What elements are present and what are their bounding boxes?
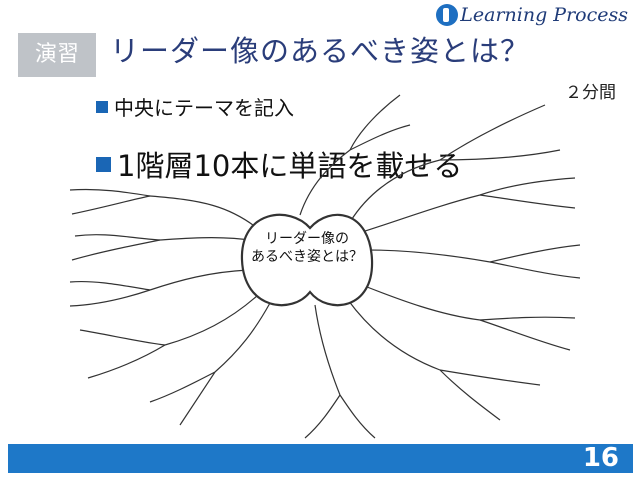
branch-line xyxy=(299,149,351,216)
instruction-text-1: 中央にテーマを記入 xyxy=(114,96,294,120)
branch-line xyxy=(489,244,581,263)
branch-line xyxy=(314,304,341,396)
branch-line xyxy=(149,269,249,291)
branch-line xyxy=(71,239,161,261)
instruction-bullet-2: 1階層10本に単語を載せる xyxy=(96,143,462,185)
branch-line xyxy=(339,394,376,439)
branch-line xyxy=(69,188,151,197)
branch-line xyxy=(349,94,401,151)
branch-line xyxy=(349,124,411,151)
branch-line xyxy=(179,371,216,426)
logo-text: Learning Process xyxy=(460,4,628,26)
slide-title: リーダー像のあるべき姿とは？ xyxy=(110,34,531,68)
branch-line xyxy=(349,159,441,223)
branch-line xyxy=(361,194,481,233)
branch-line xyxy=(149,371,216,403)
exercise-tag: 演習 xyxy=(18,33,96,77)
branch-line xyxy=(479,319,571,351)
branch-line xyxy=(71,195,151,215)
mind-map-branches xyxy=(69,94,581,439)
central-topic-node xyxy=(240,213,374,307)
company-logo: Learning Process xyxy=(436,4,628,26)
central-topic-line-1: リーダー像の xyxy=(265,231,349,247)
branch-line xyxy=(347,299,441,371)
circle-i-logo-icon xyxy=(436,4,459,26)
page-number: 16 xyxy=(582,443,619,473)
branch-line xyxy=(149,195,263,233)
square-bullet-icon xyxy=(96,100,108,113)
branch-line xyxy=(164,294,259,346)
branch-line xyxy=(489,261,581,279)
branch-line xyxy=(479,194,576,209)
branch-line xyxy=(439,149,561,161)
branch-line xyxy=(367,249,491,263)
footer-bar: 16 xyxy=(8,444,633,473)
branch-line xyxy=(361,284,481,321)
branch-line xyxy=(304,394,341,439)
instruction-bullet-1: 中央にテーマを記入 xyxy=(96,92,294,121)
square-bullet-icon xyxy=(96,156,111,172)
central-topic-label: リーダー像の あるべき姿とは？ xyxy=(242,230,372,266)
branch-line xyxy=(439,369,541,386)
branch-line xyxy=(214,302,271,373)
branch-line xyxy=(87,344,166,379)
branch-line xyxy=(69,289,151,307)
branch-line xyxy=(479,177,576,196)
central-topic-line-2: あるべき姿とは？ xyxy=(251,249,363,265)
branch-line xyxy=(74,234,161,241)
branch-line xyxy=(439,104,546,161)
branch-line xyxy=(439,369,501,421)
time-limit: ２分間 xyxy=(565,83,616,103)
instruction-text-2: 1階層10本に単語を載せる xyxy=(117,149,463,183)
branch-line xyxy=(69,280,151,291)
branch-line xyxy=(479,316,576,321)
branch-line xyxy=(79,329,166,346)
